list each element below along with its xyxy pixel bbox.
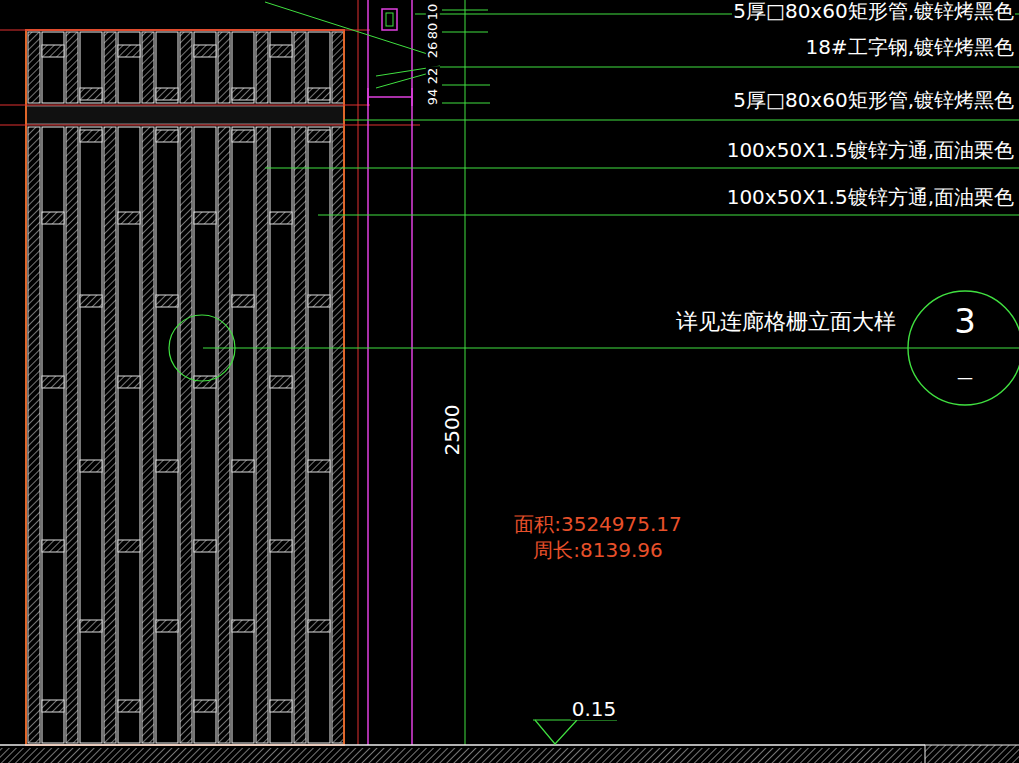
dimension: 10 <box>426 3 440 22</box>
dimension: 80 <box>426 22 440 41</box>
sheet-number: — <box>957 369 973 387</box>
dimension: 22 <box>426 67 440 86</box>
material-note: 5厚□80x60矩形管,镀锌烤黑色 <box>732 89 1015 111</box>
sheet-index-circle: 3— <box>907 290 1019 406</box>
dimension: 26 <box>426 41 440 60</box>
dimension: 94 <box>426 88 440 107</box>
material-note: 5厚□80x60矩形管,镀锌烤黑色 <box>732 0 1015 22</box>
elevation-mark: 0.15 <box>571 698 618 720</box>
dimension: 2500 <box>441 404 463 457</box>
material-note: 100x50X1.5镀锌方通,面油栗色 <box>726 186 1015 208</box>
perimeter-note: 周长:8139.96 <box>532 539 663 561</box>
detail-number: 3 <box>954 303 976 340</box>
material-note: 100x50X1.5镀锌方通,面油栗色 <box>726 139 1015 161</box>
reference-note: 详见连廊格栅立面大样 <box>675 310 897 334</box>
area-note: 面积:3524975.17 <box>513 513 683 535</box>
material-note: 18#工字钢,镀锌烤黑色 <box>804 36 1015 58</box>
